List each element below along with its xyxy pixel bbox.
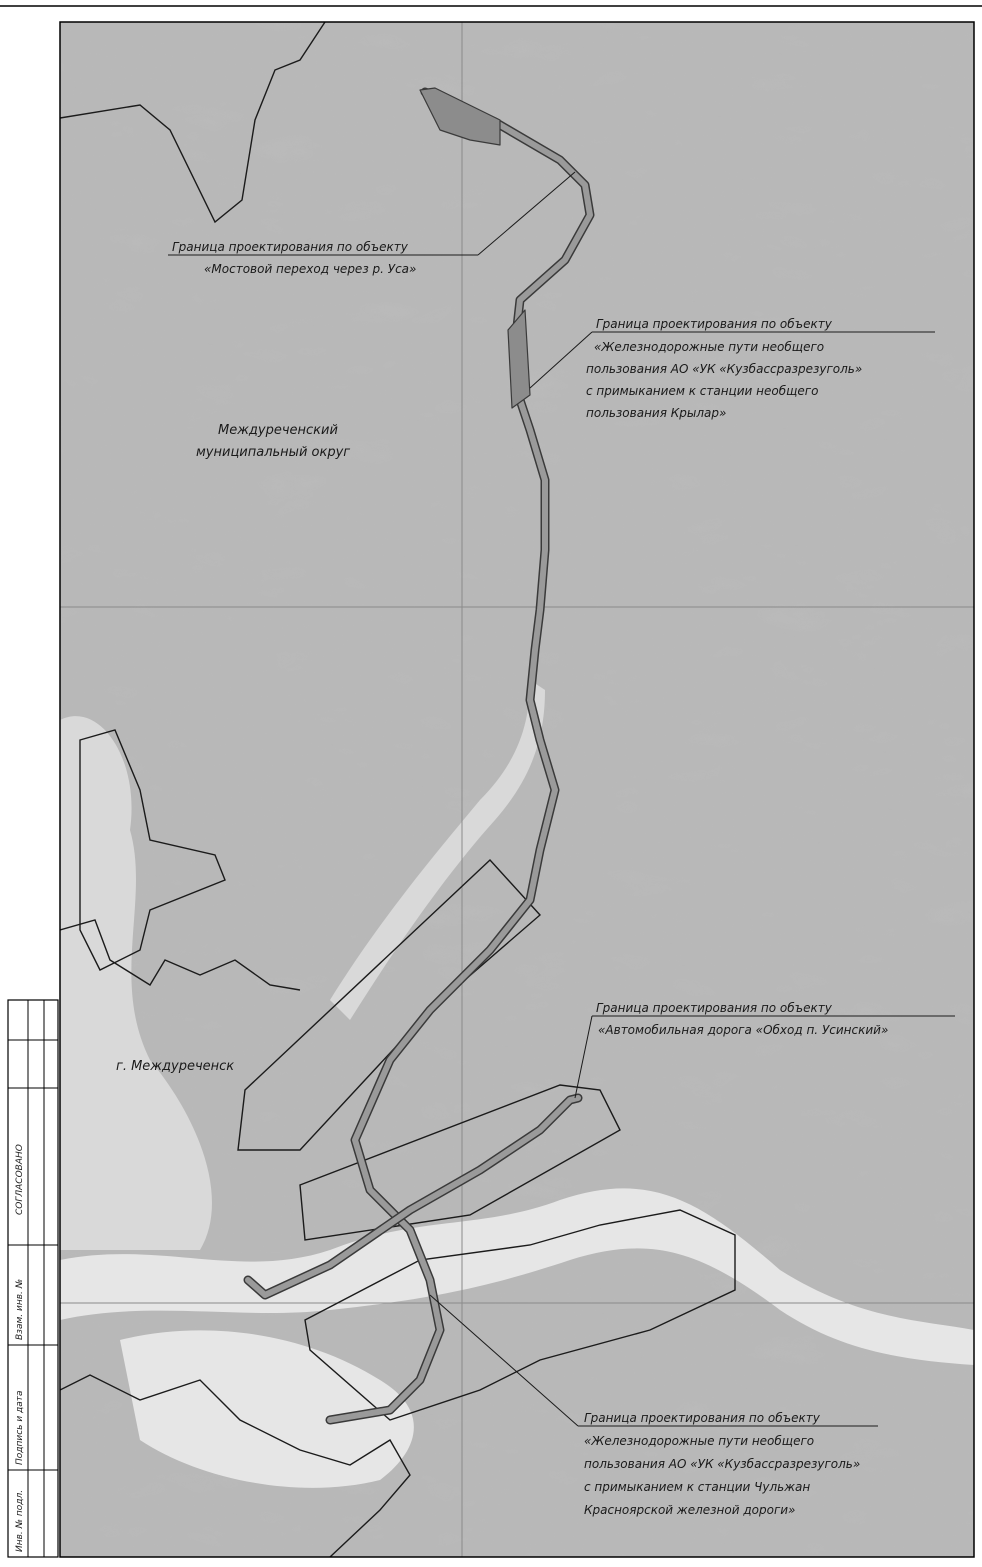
- callout-tulzhan-line-4: с примыканием к станции Чульжан: [584, 1480, 810, 1494]
- callout-bridge-line-2: «Мостовой переход через р. Уса»: [204, 262, 416, 276]
- callout-tulzhan-line-2: «Железнодорожные пути необщего: [584, 1434, 814, 1448]
- callout-tulzhan-line-5: Красноярской железной дороги»: [584, 1503, 795, 1517]
- map-frame: [59, 21, 975, 1558]
- callout-krylar-line-5: пользования Крылар»: [586, 406, 726, 420]
- callout-road-line-1: Граница проектирования по объекту: [596, 1001, 833, 1015]
- city-area-south: [120, 1330, 414, 1488]
- callout-railway-tulzhan: Граница проектирования по объекту «Желез…: [578, 1411, 878, 1517]
- city-boundary: [79, 729, 226, 971]
- callout-tulzhan-line-3: пользования АО «УК «Кузбассразрезуголь»: [584, 1457, 860, 1471]
- design-area-bypass-2: [299, 1084, 621, 1241]
- design-area-bypass-1: [237, 859, 542, 1151]
- stamp-cell-inventory: Инв. № подл.: [15, 1490, 25, 1552]
- callout-krylar-line-4: с примыканием к станции необщего: [586, 384, 818, 398]
- design-area-tulzhan: [304, 1209, 736, 1421]
- railway-corridor: [327, 89, 593, 1423]
- area-label-city: г. Междуреченск: [116, 1059, 234, 1074]
- callout-road-bypass: Граница проектирования по объекту «Автом…: [592, 1001, 955, 1037]
- callout-bridge-line-1: Граница проектирования по объекту: [172, 240, 409, 254]
- bypass-road: [245, 1095, 581, 1298]
- title-stamp: СОГЛАСОВАНО Взам. инв. № Подпись и дата …: [7, 999, 59, 1558]
- callout-railway-krylar: Граница проектирования по объекту «Желез…: [586, 317, 935, 420]
- callout-bridge: Граница проектирования по объекту «Мосто…: [168, 240, 478, 276]
- district-name-line-2: муниципальный округ: [196, 445, 350, 460]
- stamp-cell-signature: Подпись и дата: [15, 1390, 25, 1465]
- river-valley: [60, 1188, 974, 1365]
- design-boundaries: [60, 22, 736, 1557]
- district-boundary-north: [60, 22, 326, 224]
- district-boundary-south: [60, 1374, 411, 1557]
- leader-road: [574, 1015, 593, 1099]
- map-body: [60, 22, 974, 1557]
- callout-krylar-line-1: Граница проектирования по объекту: [596, 317, 833, 331]
- callout-road-line-2: «Автомобильная дорога «Обход п. Усинский…: [598, 1023, 888, 1037]
- leader-krylar: [529, 331, 593, 389]
- callout-tulzhan-line-1: Граница проектирования по объекту: [584, 1411, 821, 1425]
- stamp-agreed: СОГЛАСОВАНО: [15, 1144, 25, 1215]
- city-area: [60, 716, 212, 1250]
- area-label-district: Междуреченский муниципальный округ: [196, 423, 350, 460]
- coordinate-grid: [60, 22, 974, 1557]
- bridge-design-area: [419, 87, 501, 146]
- krylar-station-area: [507, 309, 531, 409]
- valley-strip: [330, 680, 545, 1020]
- district-boundary-west: [60, 919, 301, 991]
- callout-krylar-line-3: пользования АО «УК «Кузбассразрезуголь»: [586, 362, 862, 376]
- stamp-cell-replace: Взам. инв. №: [15, 1279, 25, 1340]
- callout-krylar-line-2: «Железнодорожные пути необщего: [594, 340, 824, 354]
- route-corridors: [243, 87, 595, 1425]
- leader-bridge: [477, 171, 576, 256]
- callout-leaders: [429, 171, 593, 1427]
- leader-tulzhan: [429, 1294, 579, 1427]
- district-name-line-1: Междуреченский: [218, 423, 338, 438]
